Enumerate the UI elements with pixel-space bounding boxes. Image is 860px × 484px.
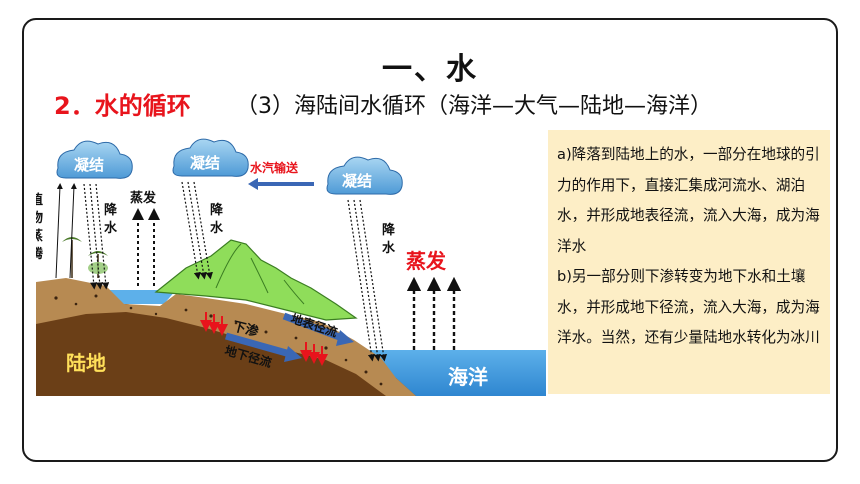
rain-left-char1: 降 bbox=[104, 202, 118, 218]
surface-runoff-arrow bbox=[282, 312, 344, 342]
rain-mid-label: 降 水 bbox=[210, 202, 228, 236]
transpiration-char: 腾 bbox=[36, 246, 44, 262]
cloud-right-label: 凝结 bbox=[342, 172, 372, 190]
transpiration-char: 植 bbox=[36, 192, 43, 208]
cloud-right-icon bbox=[326, 156, 403, 195]
evap-land-label: 蒸发 bbox=[130, 190, 157, 206]
land-deep bbox=[36, 304, 416, 396]
rain-right-char1: 降 bbox=[382, 222, 396, 238]
explanation-panel: a)降落到陆地上的水，一部分在地球的引力的作用下，直接汇集成河流水、湖泊水，并形… bbox=[548, 130, 830, 394]
page-title: 一、水 bbox=[382, 52, 478, 87]
evap-sea-label: 蒸发 bbox=[406, 249, 447, 273]
section-subheading: （3）海陆间水循环（海洋—大气—陆地—海洋） bbox=[236, 94, 712, 119]
rain-left-char2: 水 bbox=[104, 220, 118, 236]
lake bbox=[106, 290, 176, 304]
cloud-left-label: 凝结 bbox=[74, 156, 104, 174]
rain-mid-char1: 降 bbox=[210, 202, 224, 218]
rain-left-label: 降 水 bbox=[104, 202, 122, 236]
rain-right-char2: 水 bbox=[382, 240, 396, 256]
transpiration-char: 蒸 bbox=[36, 228, 43, 244]
cloud-mid-label: 凝结 bbox=[190, 154, 220, 172]
section-heading: 2．水的循环 bbox=[54, 92, 191, 120]
vapor-transport-label: 水汽输送 bbox=[250, 160, 299, 175]
ground-runoff-arrow bbox=[225, 332, 291, 358]
rain-mid-char2: 水 bbox=[210, 220, 224, 236]
explanation-para-b: b)另一部分则下渗转变为地下水和土壤水，并形成地下径流，流入大海，成为海洋水。当… bbox=[557, 268, 820, 346]
transpiration-char: 物 bbox=[36, 210, 43, 226]
cloud-mid-icon bbox=[172, 138, 249, 177]
cloud-left-icon bbox=[56, 140, 133, 179]
water-cycle-diagram: 凝结 凝结 凝结 水汽输送 植物蒸腾 降 水 蒸发 bbox=[36, 128, 546, 396]
land-label: 陆地 bbox=[66, 351, 106, 375]
sea-label: 海洋 bbox=[448, 365, 488, 389]
infiltration-label: 下渗 bbox=[231, 318, 261, 340]
mountain bbox=[154, 239, 358, 321]
explanation-para-a: a)降落到陆地上的水，一部分在地球的引力的作用下，直接汇集成河流水、湖泊水，并形… bbox=[557, 146, 820, 255]
slide-frame bbox=[22, 18, 838, 462]
rain-right-label: 降 水 bbox=[382, 222, 400, 256]
